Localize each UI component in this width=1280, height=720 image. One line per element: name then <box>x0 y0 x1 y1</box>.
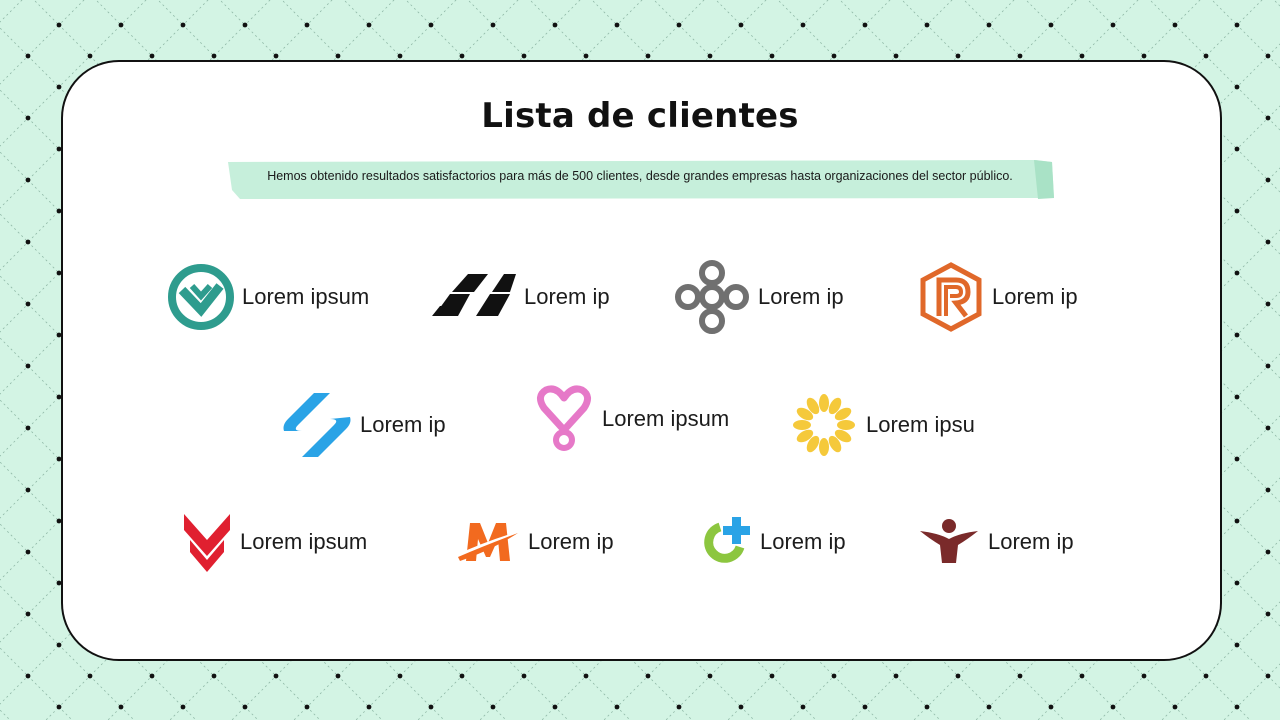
client-logo-6: Lorem ipsum <box>534 384 729 454</box>
client-name: Lorem ip <box>988 529 1074 554</box>
heart-key-icon <box>537 385 591 451</box>
client-logo-5: Lorem ip <box>282 390 446 460</box>
double-chevron-icon <box>184 514 230 572</box>
swoosh-s-icon <box>283 393 351 457</box>
client-name: Lorem ip <box>528 529 614 554</box>
client-logo-7: Lorem ipsu <box>790 390 975 460</box>
client-name: Lorem ipsum <box>242 284 370 309</box>
client-name: Lorem ipsum <box>602 406 730 431</box>
client-logo-3: Lorem ip <box>674 260 844 334</box>
check-circle-icon <box>168 264 234 330</box>
racing-flag-icon <box>432 274 516 316</box>
subtitle-text: Hemos obtenido resultados satisfactorios… <box>267 169 1013 183</box>
plus-ring-icon <box>704 517 750 563</box>
person-arms-icon <box>920 519 978 563</box>
client-logo-4: Lorem ip <box>918 262 1078 332</box>
client-logo-1: Lorem ipsum <box>168 262 369 332</box>
client-name: Lorem ip <box>760 529 846 554</box>
client-name: Lorem ipsum <box>240 529 368 554</box>
client-logo-8: Lorem ipsum <box>182 507 367 577</box>
client-logo-10: Lorem ip <box>702 507 846 577</box>
client-name: Lorem ip <box>524 284 610 309</box>
subtitle-banner: Hemos obtenido resultados satisfactorios… <box>226 160 1054 199</box>
client-logo-2: Lorem ip <box>430 262 610 332</box>
sunflower-icon <box>793 394 855 456</box>
client-logo-9: Lorem ip <box>456 507 614 577</box>
client-logo-11: Lorem ip <box>918 507 1074 577</box>
page-title: Lista de clientes <box>481 96 799 136</box>
hexagon-r-icon <box>920 262 982 332</box>
banner-brush-shape <box>228 160 1054 199</box>
client-name: Lorem ip <box>992 284 1078 309</box>
client-name: Lorem ip <box>758 284 844 309</box>
client-name: Lorem ip <box>360 412 446 437</box>
client-name: Lorem ipsu <box>866 412 975 437</box>
rings-cross-icon <box>675 260 749 334</box>
letter-m-icon <box>456 523 520 561</box>
